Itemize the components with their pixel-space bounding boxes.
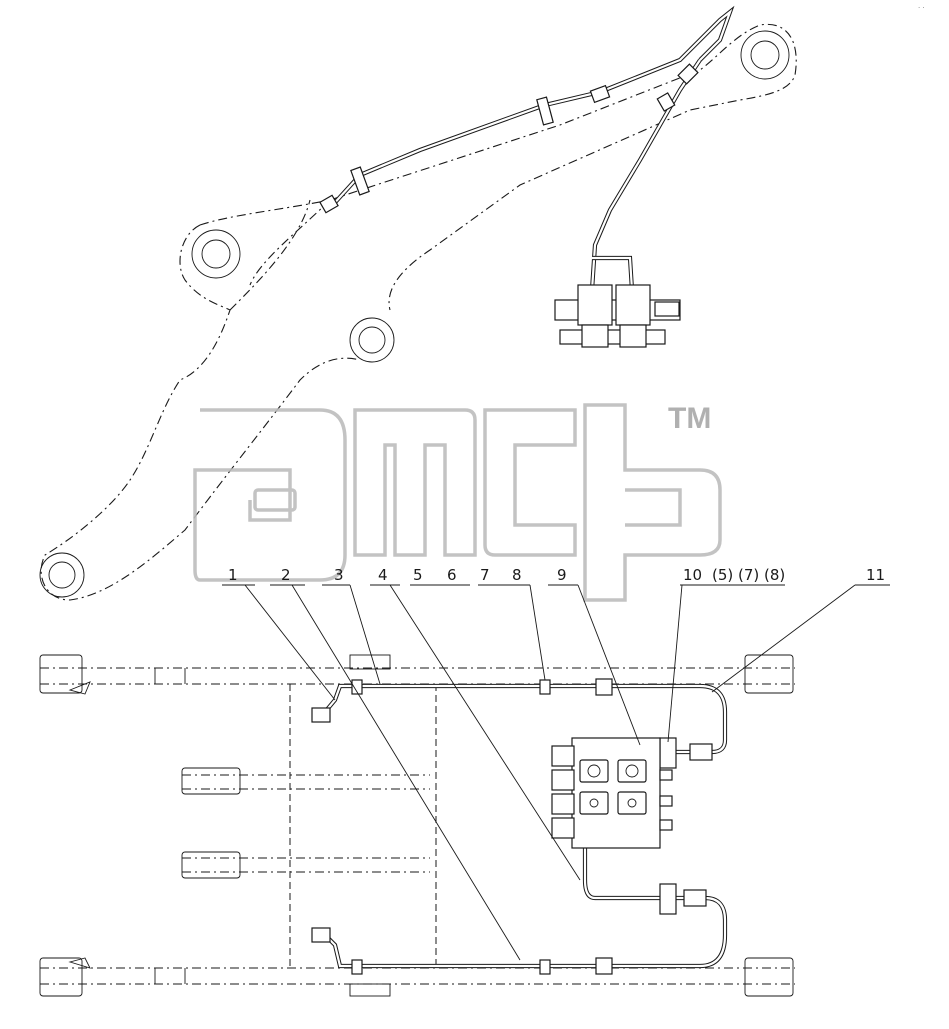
frame-bracket-bottom: [659, 883, 677, 915]
frame-wedge-top: [68, 681, 91, 695]
callout-8-ref: (8): [764, 566, 785, 584]
callout-9: 9: [557, 566, 567, 584]
boom-end-fitting: [319, 194, 339, 214]
frame-bracket-top: [659, 737, 677, 769]
callout-10: 10: [683, 566, 702, 584]
frame-coupling-valve-top: [689, 743, 713, 761]
frame-clamp-bottom-1: [351, 959, 363, 975]
watermark-tm: TM: [668, 402, 711, 435]
frame-elbow-bottom: [311, 927, 331, 943]
callout-7-ref: (7): [738, 566, 759, 584]
frame-coupling-valve-bottom: [683, 889, 707, 907]
frame-coupling-bottom: [595, 957, 613, 975]
boom-clamp-3: [656, 92, 676, 112]
boom-pin-left: [191, 229, 241, 279]
callout-7: 7: [480, 566, 490, 584]
frame-boss-mid-2: [181, 851, 241, 879]
frame-valve-port-2: [551, 769, 575, 791]
boom-valve-foot-left: [581, 324, 609, 348]
frame-valve-port-1: [551, 745, 575, 767]
boom-pin-foot-inner: [48, 561, 76, 589]
boom-pin-foot: [39, 552, 85, 598]
boom-pin-mid-inner: [358, 326, 386, 354]
callout-6: 6: [447, 566, 457, 584]
frame-clamp-top-1: [351, 679, 363, 695]
boom-fitting-2: [677, 63, 699, 85]
frame-plan-view: [39, 654, 795, 997]
frame-valve-stub-1: [659, 769, 673, 781]
boom-pin-top: [740, 30, 790, 80]
frame-valve-port-4: [551, 817, 575, 839]
callout-5: 5: [413, 566, 423, 584]
boom-valve-body-right: [615, 284, 651, 326]
frame-wedge-bottom: [68, 957, 91, 969]
boom-outline-upper: [199, 23, 797, 311]
callout-1: 1: [228, 566, 238, 584]
callout-8: 8: [512, 566, 522, 584]
boom-valve-port: [654, 301, 680, 317]
frame-valve-flange-3: [579, 791, 609, 815]
callout-3: 3: [334, 566, 344, 584]
frame-valve-stub-3: [659, 819, 673, 831]
boom-side-view: [39, 5, 797, 601]
callout-5-ref: (5): [712, 566, 733, 584]
frame-rail-bottom: [40, 967, 795, 985]
boom-valve-foot-right: [619, 324, 647, 348]
callout-labels: 1 2 3 4 5 6 7 8 9 10 (5) (7) (8) 11: [228, 566, 885, 584]
watermark-logo: TM: [193, 402, 722, 602]
frame-valve-port-3: [551, 793, 575, 815]
callout-11: 11: [866, 566, 885, 584]
frame-coupling-top: [595, 678, 613, 696]
boom-outline-mid: [229, 199, 331, 311]
frame-clamp-top-2: [539, 679, 551, 695]
boom-outline-lower: [40, 224, 361, 601]
callout-4: 4: [378, 566, 388, 584]
frame-boss-top-left: [39, 654, 83, 694]
boom-pin-left-inner: [201, 239, 231, 269]
frame-cross-1: [182, 774, 430, 790]
boom-pin-top-inner: [750, 40, 780, 70]
frame-valve-flange-1: [579, 759, 609, 783]
frame-boss-top-right: [744, 654, 794, 694]
boom-pin-mid: [349, 317, 395, 363]
frame-valve-flange-2: [617, 759, 647, 783]
corner-mark: · ·: [918, 4, 925, 12]
frame-block-bottom: [349, 983, 391, 997]
boom-fitting-1: [589, 84, 611, 104]
frame-clamp-bottom-2: [539, 959, 551, 975]
boom-valve-base: [559, 329, 666, 345]
boom-valve-body-left: [577, 284, 613, 326]
frame-boss-mid-1: [181, 767, 241, 795]
frame-boss-bottom-left: [39, 957, 83, 997]
callout-2: 2: [281, 566, 291, 584]
frame-elbow-top: [311, 707, 331, 723]
callout-leaders: [222, 584, 890, 961]
frame-rail-top: [40, 667, 795, 685]
boom-clamp-2: [350, 166, 370, 196]
frame-valve-stub-2: [659, 795, 673, 807]
watermark-glyph-bar: [253, 488, 297, 512]
frame-valve-flange-4: [617, 791, 647, 815]
boom-clamp-1: [536, 96, 554, 126]
frame-boss-bottom-right: [744, 957, 794, 997]
frame-cross-2: [182, 857, 430, 873]
frame-block-top: [349, 654, 391, 670]
